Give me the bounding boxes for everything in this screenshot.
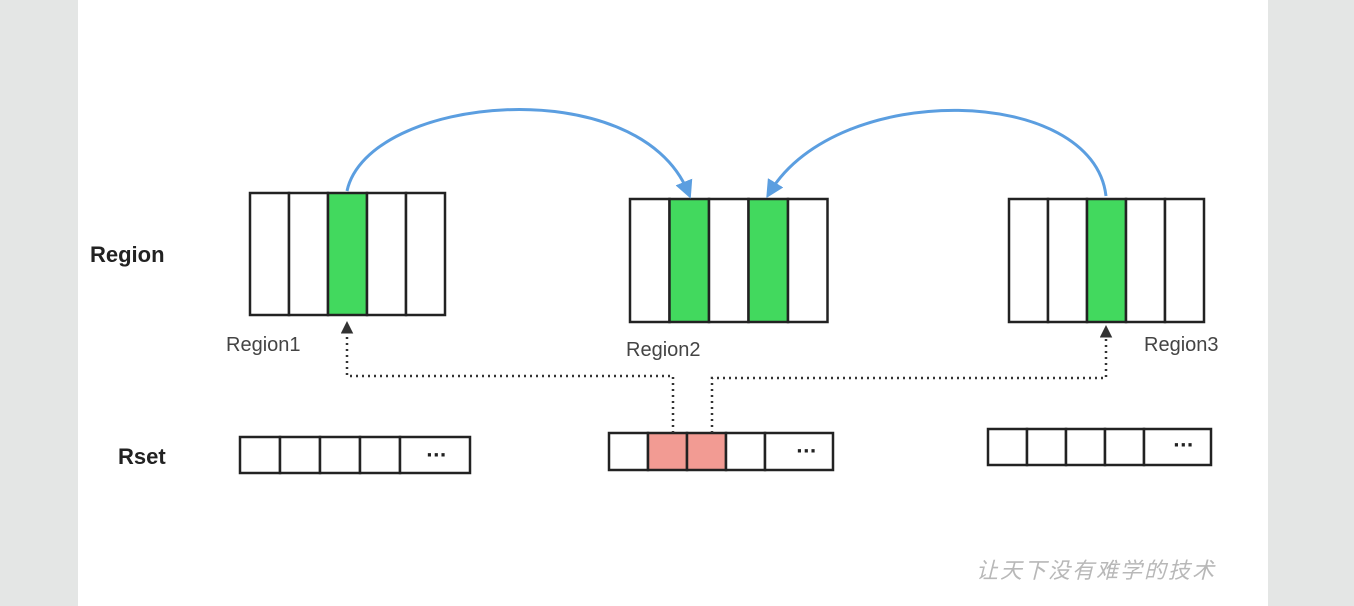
region-3-card-3 xyxy=(1085,197,1128,324)
region-3-block xyxy=(1007,197,1206,324)
rset-1-ellipsis: ··· xyxy=(426,445,447,466)
rset-1-cell-3 xyxy=(318,435,362,475)
region-1-card-4 xyxy=(365,191,408,317)
rset-2-more-cell xyxy=(763,431,835,472)
rset-1-cell-4 xyxy=(358,435,402,475)
region-2-card-5 xyxy=(786,197,829,324)
region-3-card-1 xyxy=(1007,197,1050,324)
region-2-card-4 xyxy=(747,197,790,324)
watermark: 让天下没有难学的技术 xyxy=(976,559,1216,584)
rset-3-cell-3 xyxy=(1064,427,1107,467)
rset-pointer-to-region1 xyxy=(340,321,675,433)
reference-arrow-region3-to-region2 xyxy=(766,108,1108,199)
region-1-block xyxy=(248,191,447,317)
region-1-card-5 xyxy=(404,191,447,317)
rset-1-more-cell xyxy=(398,435,472,475)
region-1-card-3 xyxy=(326,191,369,317)
region-3-label: Region3 xyxy=(1144,334,1219,356)
rset-pointer-to-region3 xyxy=(710,325,1113,433)
rset-3-more-cell xyxy=(1142,427,1213,467)
region-3-card-4 xyxy=(1124,197,1167,324)
region-3-card-2 xyxy=(1046,197,1089,324)
rset-3-cell-4 xyxy=(1103,427,1146,467)
region-2-block xyxy=(628,197,829,324)
region-1-card-2 xyxy=(287,191,330,317)
rset-2-cell-2 xyxy=(646,431,689,472)
region-1-card-1 xyxy=(248,191,291,317)
region-3-card-5 xyxy=(1163,197,1206,324)
rset-1-cell-1 xyxy=(238,435,282,475)
rset-2-cell-1 xyxy=(607,431,650,472)
rset-2-cell-3 xyxy=(685,431,728,472)
slide: Region Rset Region1 Region2 Region3 让天下没… xyxy=(78,0,1268,606)
rset-2-ellipsis: ··· xyxy=(796,441,817,462)
region-1-label: Region1 xyxy=(226,334,301,356)
region-row-label: Region xyxy=(90,242,165,267)
rset-3-block xyxy=(986,427,1213,467)
region-2-label: Region2 xyxy=(626,339,701,361)
rset-3-ellipsis: ··· xyxy=(1173,435,1194,456)
region-2-card-2 xyxy=(668,197,711,324)
rset-2-block xyxy=(607,431,835,472)
reference-arrow-region1-to-region2 xyxy=(345,108,693,199)
rset-3-cell-2 xyxy=(1025,427,1068,467)
rset-1-cell-2 xyxy=(278,435,322,475)
region-2-card-1 xyxy=(628,197,671,324)
rset-2-cell-4 xyxy=(724,431,767,472)
rset-1-block xyxy=(238,435,472,475)
rset-3-cell-1 xyxy=(986,427,1029,467)
rset-row-label: Rset xyxy=(118,444,166,469)
g1-remembered-set-diagram: Region Rset Region1 Region2 Region3 让天下没… xyxy=(90,108,1219,584)
region-2-card-3 xyxy=(707,197,750,324)
